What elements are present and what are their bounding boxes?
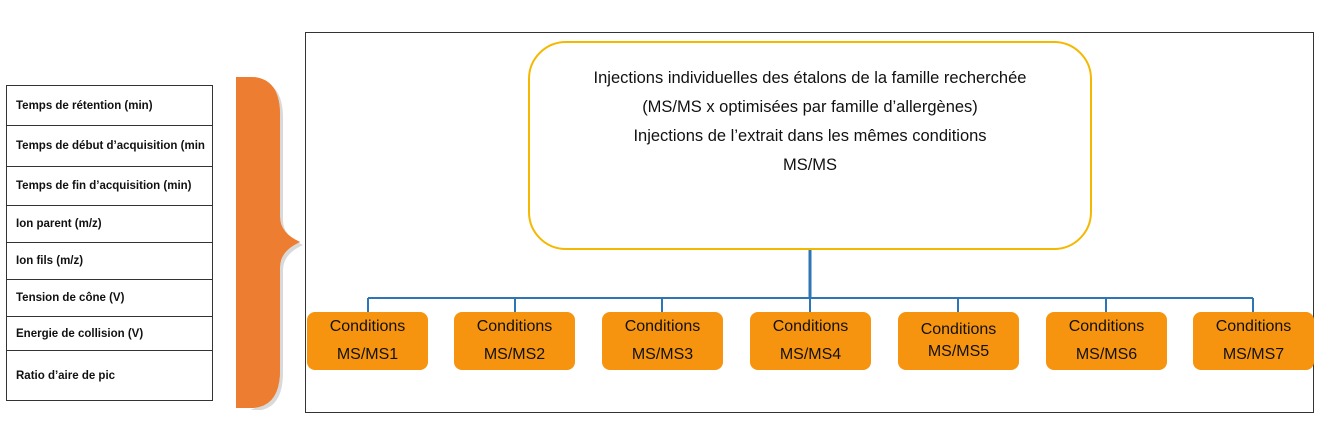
condition-title: Conditions [329, 318, 406, 335]
condition-title: Conditions [1068, 318, 1145, 335]
injection-line-4: MS/MS [782, 155, 838, 174]
param-row-daughter-ion: Ion fils (m/z) [7, 242, 212, 279]
condition-box-ms7: Conditions MS/MS7 [1193, 312, 1314, 370]
param-label: Energie de collision (V) [16, 327, 144, 340]
injection-description-box: Injections individuelles des étalons de … [528, 41, 1092, 250]
param-row-acq-start: Temps de début d’acquisition (min [7, 125, 212, 166]
param-row-retention-time: Temps de rétention (min) [7, 85, 212, 125]
condition-box-ms3: Conditions MS/MS3 [602, 312, 723, 370]
param-label: Ion fils (m/z) [16, 255, 84, 267]
condition-title: Conditions [772, 318, 849, 335]
condition-label: MS/MS3 [631, 346, 694, 363]
condition-label: MS/MS7 [1222, 346, 1285, 363]
parameter-table: Temps de rétention (min) Temps de début … [6, 85, 213, 401]
param-label: Temps de début d’acquisition (min [16, 140, 205, 152]
injection-line-3: Injections de l’extrait dans les mêmes c… [633, 126, 987, 145]
param-label: Ratio d’aire de pic [16, 369, 116, 382]
condition-title: Conditions [920, 321, 997, 338]
injection-line-2: (MS/MS x optimisées par famille d’allerg… [642, 97, 978, 116]
param-row-collision-energy: Energie de collision (V) [7, 316, 212, 350]
diagram-frame [305, 32, 1314, 413]
param-label: Tension de cône (V) [16, 292, 125, 304]
param-row-peak-area-ratio: Ratio d’aire de pic [7, 350, 212, 401]
param-label: Temps de fin d’acquisition (min) [16, 180, 192, 192]
param-row-cone-voltage: Tension de cône (V) [7, 279, 212, 316]
param-label: Temps de rétention (min) [16, 99, 153, 112]
param-row-acq-end: Temps de fin d’acquisition (min) [7, 166, 212, 205]
condition-title: Conditions [476, 318, 553, 335]
condition-label: MS/MS6 [1075, 346, 1138, 363]
condition-title: Conditions [1215, 318, 1292, 335]
param-row-parent-ion: Ion parent (m/z) [7, 205, 212, 242]
condition-box-ms4: Conditions MS/MS4 [750, 312, 871, 370]
injection-line-1: Injections individuelles des étalons de … [593, 68, 1027, 87]
brace-shape [236, 77, 303, 410]
param-label: Ion parent (m/z) [16, 218, 102, 230]
condition-title: Conditions [624, 318, 701, 335]
condition-box-ms1: Conditions MS/MS1 [307, 312, 428, 370]
condition-box-ms5: Conditions MS/MS5 [898, 312, 1019, 370]
condition-label: MS/MS4 [779, 346, 842, 363]
condition-box-ms2: Conditions MS/MS2 [454, 312, 575, 370]
condition-box-ms6: Conditions MS/MS6 [1046, 312, 1167, 370]
condition-label: MS/MS2 [483, 346, 546, 363]
condition-label: MS/MS1 [336, 346, 399, 363]
condition-label: MS/MS5 [927, 343, 990, 360]
